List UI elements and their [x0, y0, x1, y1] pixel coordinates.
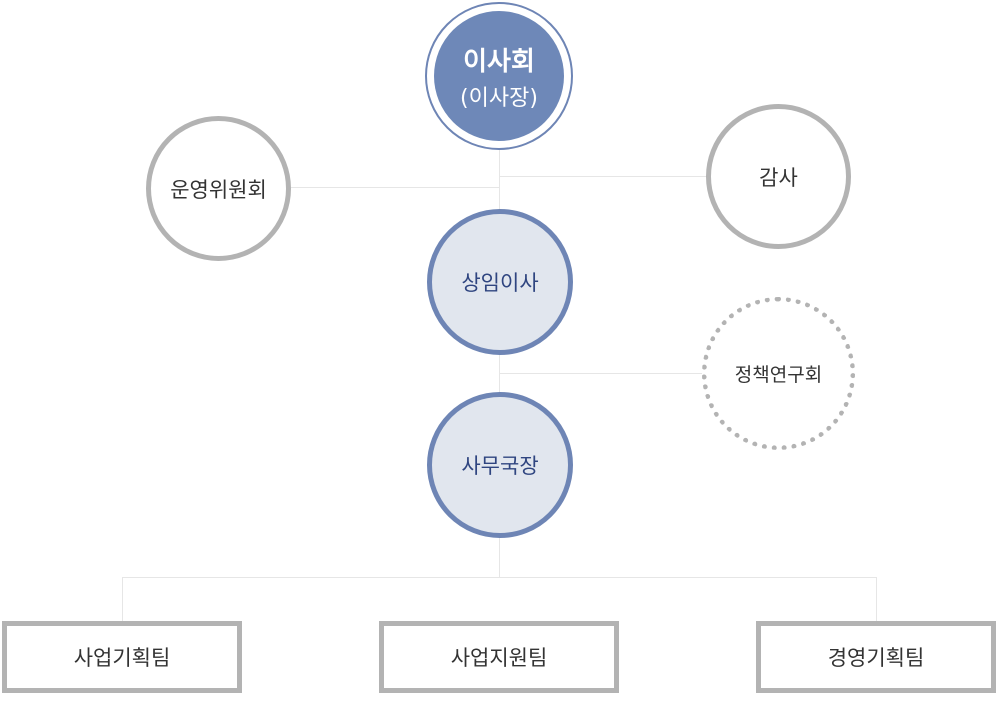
secretary-general-label: 사무국장: [461, 454, 539, 478]
connector-audit: [500, 176, 708, 177]
connector-main-vertical: [499, 140, 500, 577]
standing-director-label: 상임이사: [461, 271, 539, 295]
board-subtitle: (이사장): [460, 85, 538, 111]
team-box-business-support: 사업지원팀: [379, 621, 619, 693]
team-box-management-planning: 경영기획팀: [756, 621, 996, 693]
connector-policy: [500, 373, 702, 374]
connector-team-1: [122, 577, 123, 622]
secretary-general-node: 사무국장: [427, 392, 573, 538]
board-title: 이사회: [463, 46, 535, 77]
standing-director-node: 상임이사: [427, 209, 573, 355]
team-label: 사업기획팀: [73, 646, 171, 670]
connector-teams-horizontal: [122, 577, 877, 578]
steering-committee-label: 운영위원회: [170, 177, 267, 202]
policy-research-node: 정책연구회: [702, 297, 855, 450]
audit-label: 감사: [759, 165, 798, 190]
connector-team-3: [876, 577, 877, 622]
board-node: 이사회 (이사장): [425, 2, 573, 150]
audit-node: 감사: [706, 104, 851, 249]
team-label: 사업지원팀: [450, 646, 548, 670]
policy-research-label: 정책연구회: [734, 364, 823, 386]
connector-steering: [290, 187, 500, 188]
team-label: 경영기획팀: [827, 646, 925, 670]
team-box-business-planning: 사업기획팀: [2, 621, 242, 693]
steering-committee-node: 운영위원회: [146, 116, 291, 261]
